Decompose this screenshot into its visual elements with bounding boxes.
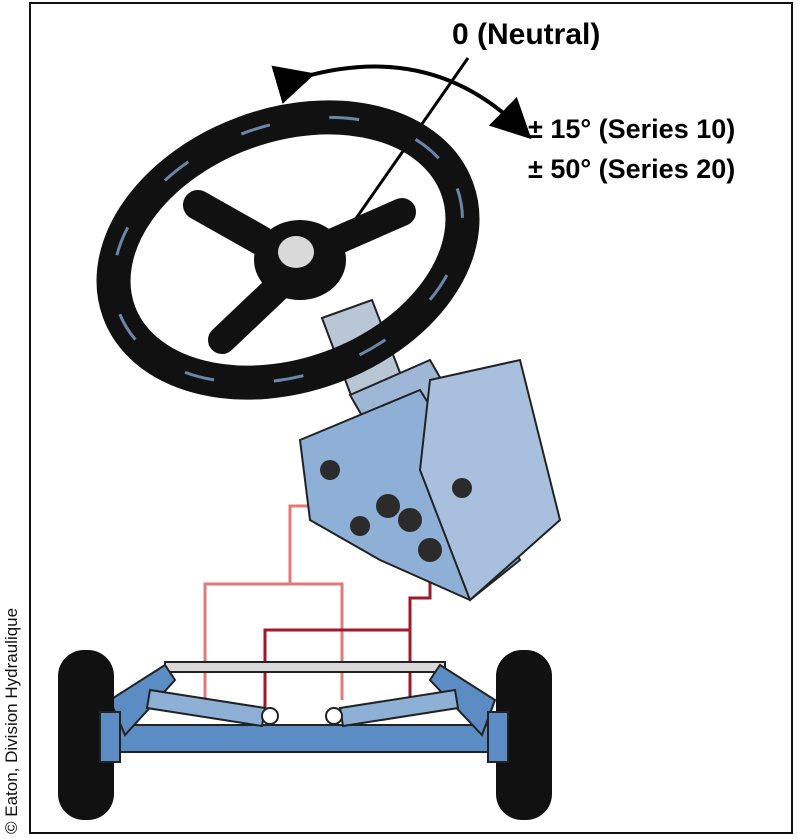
series-20-label: ± 50° (Series 20) bbox=[528, 154, 736, 184]
steering-wheel bbox=[96, 100, 480, 400]
wheel-right bbox=[487, 650, 552, 820]
hydraulic-cylinder-left bbox=[145, 688, 279, 728]
wheel-left bbox=[58, 650, 121, 820]
axle-assembly bbox=[58, 650, 552, 820]
hydraulic-line-dark bbox=[263, 550, 432, 710]
copyright-credit: © Eaton, Division Hydraulique bbox=[2, 607, 21, 834]
steering-unit bbox=[298, 358, 562, 602]
hydraulic-line-light-2 bbox=[290, 582, 344, 700]
series-10-label: ± 15° (Series 10) bbox=[528, 114, 736, 144]
rotation-arrow bbox=[271, 64, 532, 140]
hydraulic-cylinder-right bbox=[325, 688, 460, 728]
neutral-label: 0 (Neutral) bbox=[452, 18, 601, 51]
